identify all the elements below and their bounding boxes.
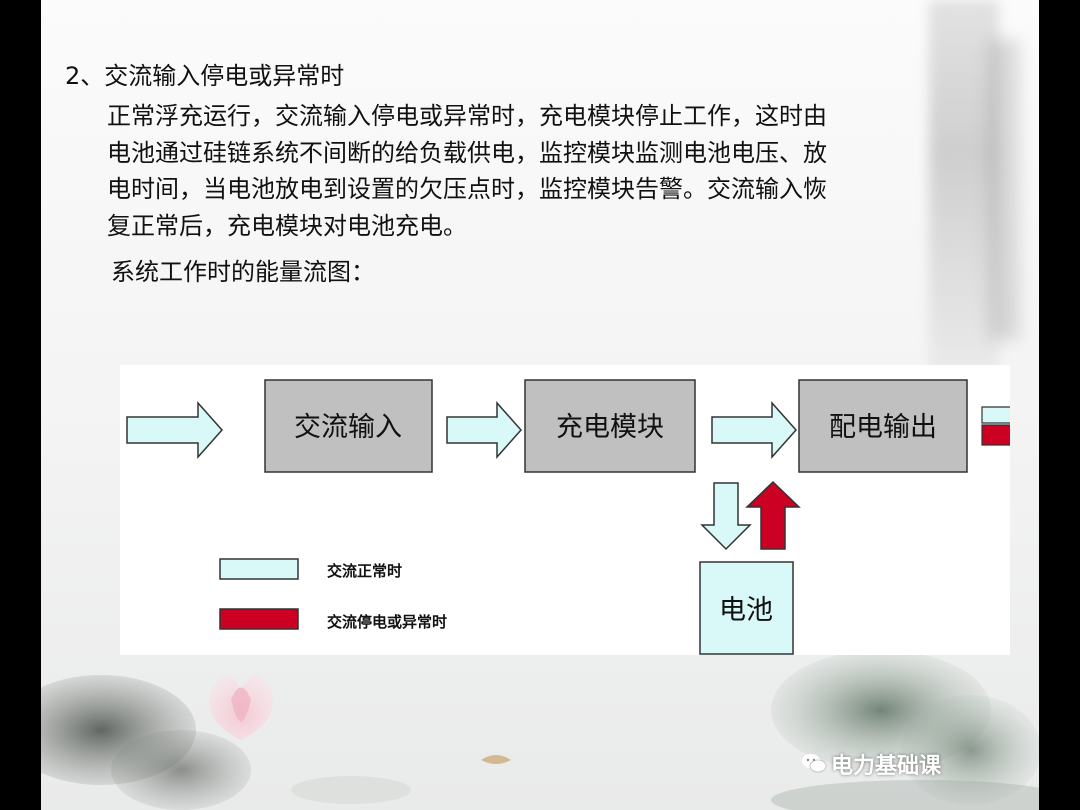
battery-label: 电池 — [719, 595, 773, 626]
section-heading: 2、交流输入停电或异常时 — [65, 62, 345, 90]
legend-normal-swatch — [219, 558, 299, 580]
normal-flow-arrow — [126, 401, 224, 459]
wechat-icon — [802, 754, 827, 773]
legend-normal-label: 交流正常时 — [327, 562, 402, 580]
ac-input-label: 交流输入 — [294, 412, 402, 443]
legend-fault-swatch — [219, 608, 299, 630]
watermark-text: 电力基础课 — [831, 754, 942, 779]
distribution-output-label: 配电输出 — [829, 412, 937, 443]
legend-fault-label: 交流停电或异常时 — [327, 613, 447, 631]
ink-wash-decoration-secondary — [989, 40, 1019, 340]
body-paragraph: 正常浮充运行，交流输入停电或异常时，充电模块停止工作，这时由 电池通过硅链系统不… — [107, 98, 1007, 244]
fault-discharge-arrow — [745, 480, 801, 550]
distribution-output-box — [798, 379, 968, 473]
ink-wash-decoration — [929, 0, 999, 380]
normal-output-arrow — [981, 406, 1010, 424]
normal-charge-arrow — [700, 482, 752, 551]
charger-module-label: 充电模块 — [556, 412, 664, 443]
energy-flow-diagram: 交流输入 充电模块 配电输出 电池 交流正常时 交流停电或异 — [120, 365, 1010, 655]
slide: 2、交流输入停电或异常时 正常浮充运行，交流输入停电或异常时，充电模块停止工作，… — [41, 0, 1039, 810]
body-line: 正常浮充运行，交流输入停电或异常时，充电模块停止工作，这时由 — [107, 102, 827, 130]
body-line: 电时间，当电池放电到设置的欠压点时，监控模块告警。交流输入恢 — [107, 175, 827, 203]
charger-module-box — [524, 379, 696, 473]
fault-output-arrow — [981, 424, 1010, 446]
body-line: 复正常后，充电模块对电池充电。 — [107, 211, 467, 240]
ac-input-box — [264, 379, 433, 473]
normal-flow-arrow — [446, 401, 523, 459]
battery-box — [699, 561, 794, 655]
normal-flow-arrow — [711, 401, 798, 459]
lotus-painting-decoration — [41, 650, 1039, 810]
body-line: 电池通过硅链系统不间断的给负载供电，监控模块监测电池电压、放 — [107, 138, 827, 167]
diagram-caption: 系统工作时的能量流图： — [111, 258, 375, 286]
